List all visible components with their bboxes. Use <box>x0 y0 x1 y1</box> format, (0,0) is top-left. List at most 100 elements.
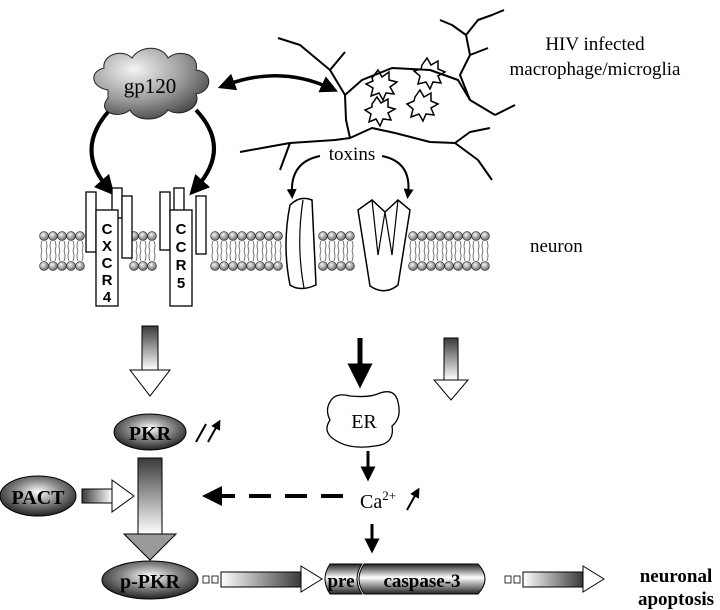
gp120-macrophage-arrow <box>217 73 338 93</box>
receptor-letter: C <box>102 221 113 238</box>
lipid-tail <box>472 250 480 262</box>
pact-node: PACT <box>0 475 77 517</box>
pre-caspase3-node: pre caspase-3 <box>324 563 486 595</box>
pkr-label: PKR <box>129 423 172 445</box>
lipid-tail <box>319 240 327 252</box>
lipid-tail <box>238 240 246 252</box>
lipid-head <box>228 261 238 271</box>
lipid-head <box>462 261 472 271</box>
ppkr-node: p-PKR <box>101 560 199 600</box>
pkr-to-ppkr-arrow <box>122 457 178 561</box>
pact-label: PACT <box>12 487 66 509</box>
er-label: ER <box>351 411 377 433</box>
lipid-head <box>480 261 490 271</box>
lipid-head <box>462 231 472 241</box>
lipid-head <box>75 231 85 241</box>
lipid-tail <box>418 250 426 262</box>
lipid-tail <box>265 250 273 262</box>
lipid-tail <box>481 250 489 262</box>
lipid-head <box>75 261 85 271</box>
receptor-to-pkr-arrow <box>128 325 172 397</box>
lipid-head <box>318 231 328 241</box>
lipid-tail <box>40 240 48 252</box>
lipid-head <box>273 231 283 241</box>
lipid-head <box>435 261 445 271</box>
lipid-head <box>138 231 148 241</box>
lipid-head <box>219 261 229 271</box>
lipid-tail <box>211 240 219 252</box>
lipid-head <box>327 261 337 271</box>
outcome-label-line1: neuronal <box>640 566 713 587</box>
lipid-tail <box>463 240 471 252</box>
macrophage-cell <box>239 9 516 181</box>
ppkr-to-caspase-arrow <box>202 565 323 593</box>
lipid-tail <box>445 240 453 252</box>
lipid-head <box>408 261 418 271</box>
lipid-head <box>318 261 328 271</box>
channel-to-caspase-arrow <box>432 337 470 401</box>
lipid-head <box>39 261 49 271</box>
lipid-head <box>210 261 220 271</box>
lipid-tail <box>247 250 255 262</box>
lipid-head <box>426 231 436 241</box>
lipid-tail <box>139 250 147 262</box>
lipid-tail <box>454 250 462 262</box>
lipid-tail <box>409 250 417 262</box>
gp120-to-cxcr4-arrow <box>89 110 115 196</box>
lipid-head <box>453 261 463 271</box>
lipid-head <box>210 231 220 241</box>
lipid-tail <box>436 250 444 262</box>
lipid-tail <box>265 240 273 252</box>
lipid-tail <box>328 240 336 252</box>
hiv-cell-label-line1: HIV infected <box>545 34 645 55</box>
lipid-head <box>417 261 427 271</box>
er-node: ER <box>326 391 400 448</box>
receptor-letter: C <box>176 239 187 256</box>
lipid-tail <box>220 250 228 262</box>
outcome-label-line2: apoptosis <box>638 589 714 610</box>
lipid-head <box>264 231 274 241</box>
lipid-tail <box>211 250 219 262</box>
lipid-tail <box>346 250 354 262</box>
ion-channel-right <box>357 199 411 292</box>
lipid-tail <box>454 240 462 252</box>
toxins-arrow-left <box>286 155 321 199</box>
receptor-letter: X <box>102 238 112 255</box>
lipid-tail <box>472 240 480 252</box>
lipid-tail <box>148 240 156 252</box>
lipid-tail <box>238 250 246 262</box>
lipid-tail <box>49 250 57 262</box>
lipid-head <box>147 231 157 241</box>
lipid-head <box>246 231 256 241</box>
lipid-tail <box>337 240 345 252</box>
lipid-head <box>336 261 346 271</box>
lipid-tail <box>328 250 336 262</box>
lipid-tail <box>148 250 156 262</box>
lipid-head <box>39 231 49 241</box>
lipid-tail <box>463 250 471 262</box>
lipid-head <box>417 231 427 241</box>
receptor-letter: 5 <box>177 275 185 292</box>
lipid-head <box>471 261 481 271</box>
receptor-letter: C <box>102 255 113 272</box>
lipid-tail <box>256 250 264 262</box>
neuron-label: neuron <box>530 236 583 257</box>
lipid-tail <box>409 240 417 252</box>
lipid-tail <box>58 240 66 252</box>
lipid-head <box>453 231 463 241</box>
lipid-tail <box>427 240 435 252</box>
gp120-label: gp120 <box>124 74 177 98</box>
lipid-head <box>138 261 148 271</box>
pkr-node: PKR <box>113 413 187 451</box>
lipid-head <box>264 261 274 271</box>
pkr-increase-indicator <box>195 424 218 443</box>
lipid-tail <box>436 240 444 252</box>
lipid-head <box>408 231 418 241</box>
lipid-head <box>66 261 76 271</box>
lipid-tail <box>346 240 354 252</box>
lipid-tail <box>229 240 237 252</box>
